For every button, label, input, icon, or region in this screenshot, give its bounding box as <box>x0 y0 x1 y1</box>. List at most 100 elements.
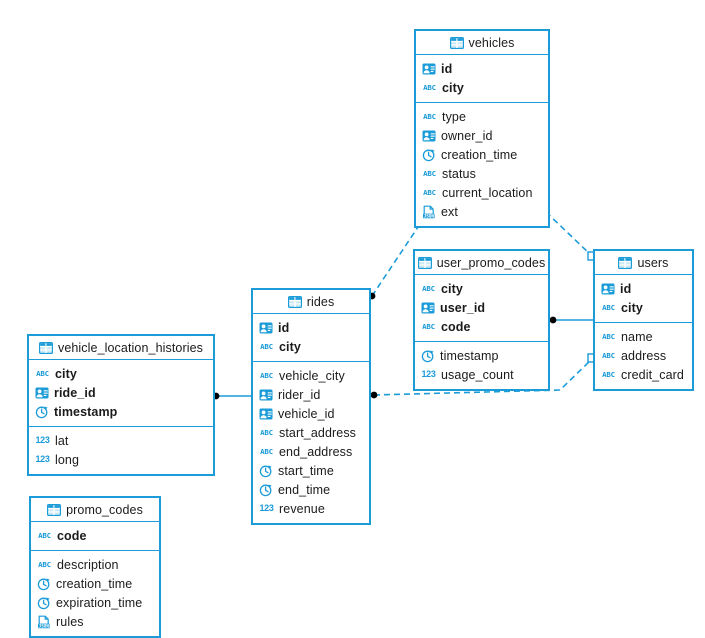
table-header-vehicle_location_histories[interactable]: vehicle_location_histories <box>29 336 213 360</box>
column-name: status <box>442 166 476 181</box>
column-row[interactable]: owner_id <box>416 126 548 145</box>
column-name: start_address <box>279 425 357 440</box>
relationship-vehicles-users[interactable] <box>542 208 597 261</box>
column-row[interactable]: creation_time <box>31 574 159 593</box>
column-name: end_time <box>278 482 331 497</box>
column-row[interactable]: timestamp <box>29 402 213 421</box>
relationship-line <box>545 211 593 257</box>
clock-icon <box>37 596 51 610</box>
table-header-user_promo_codes[interactable]: user_promo_codes <box>415 251 548 275</box>
column-name: ext <box>441 204 458 219</box>
column-name: user_id <box>440 300 486 315</box>
table-icon <box>618 256 633 270</box>
column-row[interactable]: start_time <box>253 461 369 480</box>
column-row[interactable]: end_time <box>253 480 369 499</box>
clock-icon <box>37 577 51 591</box>
column-name: code <box>57 528 87 543</box>
column-name: ride_id <box>54 385 96 400</box>
clock-icon <box>259 483 273 497</box>
clock-icon <box>259 464 273 478</box>
column-name: start_time <box>278 463 334 478</box>
column-name: address <box>621 348 667 363</box>
column-row[interactable]: ABC address <box>595 346 692 365</box>
column-name: owner_id <box>441 128 493 143</box>
column-row[interactable]: creation_time <box>416 145 548 164</box>
ref-icon <box>422 129 436 143</box>
column-row[interactable]: ABC start_address <box>253 423 369 442</box>
column-row[interactable]: JSON ext <box>416 202 548 221</box>
relationship-endpoint-dot <box>549 316 557 324</box>
column-row[interactable]: rider_id <box>253 385 369 404</box>
relationship-user_promo_codes-users[interactable] <box>549 316 593 324</box>
column-name: city <box>621 300 643 315</box>
ref-icon <box>421 301 435 315</box>
abc-icon: ABC <box>260 427 273 437</box>
table-title: promo_codes <box>66 502 143 517</box>
column-name: type <box>442 109 467 124</box>
table-title: vehicle_location_histories <box>57 340 204 355</box>
table-title: rides <box>306 294 335 309</box>
table-header-users[interactable]: users <box>595 251 692 275</box>
column-name: code <box>441 319 471 334</box>
column-row[interactable]: timestamp <box>415 346 548 365</box>
abc-icon: ABC <box>36 368 49 378</box>
table-header-promo_codes[interactable]: promo_codes <box>31 498 159 522</box>
column-row[interactable]: id <box>595 279 692 298</box>
relationship-vehicle_location_histories-rides[interactable] <box>212 392 252 400</box>
column-row[interactable]: expiration_time <box>31 593 159 612</box>
column-row[interactable]: id <box>416 59 548 78</box>
ref-icon <box>259 388 273 402</box>
ref-icon <box>259 407 273 421</box>
svg-text:JSON: JSON <box>424 213 435 219</box>
table-header-vehicles[interactable]: vehicles <box>416 31 548 55</box>
abc-icon: ABC <box>602 331 615 341</box>
column-name: expiration_time <box>56 595 143 610</box>
column-name: usage_count <box>441 367 514 382</box>
column-row[interactable]: vehicle_id <box>253 404 369 423</box>
table-title: users <box>637 255 669 270</box>
column-row[interactable]: ride_id <box>29 383 213 402</box>
abc-icon: ABC <box>422 283 435 293</box>
abc-icon: ABC <box>602 350 615 360</box>
table-header-rides[interactable]: rides <box>253 290 369 314</box>
table-icon <box>287 295 302 309</box>
column-name: creation_time <box>441 147 518 162</box>
table-title: vehicles <box>468 35 515 50</box>
column-row[interactable]: id <box>253 318 369 337</box>
column-name: vehicle_id <box>278 406 335 421</box>
ref-icon <box>35 386 49 400</box>
column-row[interactable]: user_id <box>415 298 548 317</box>
